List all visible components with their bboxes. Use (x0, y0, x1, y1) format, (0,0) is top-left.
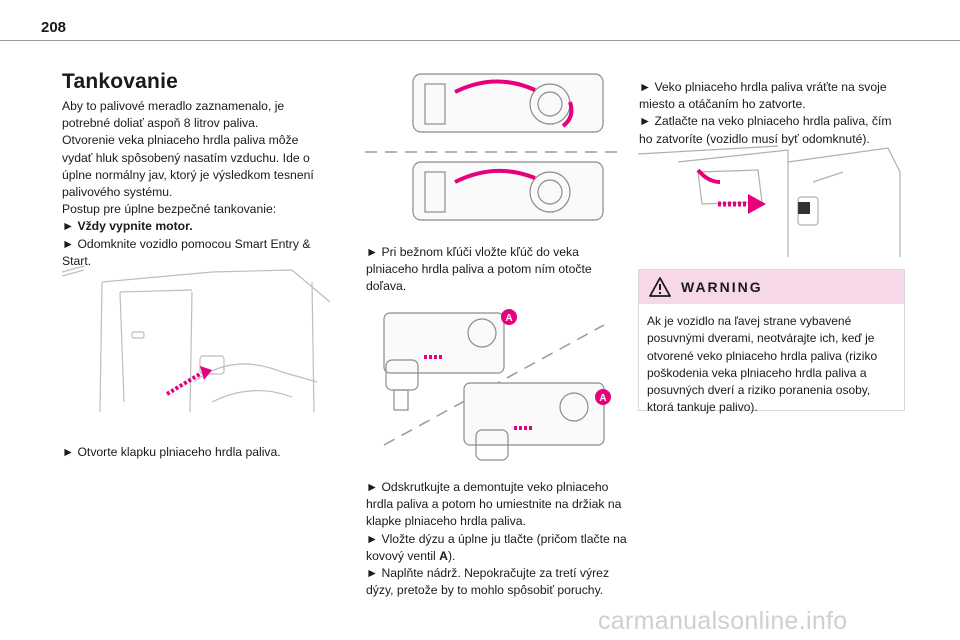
step-engine-off: ► Vždy vypnite motor. (62, 219, 193, 234)
procedure-intro: Postup pre úplne bezpečné tankovanie: (62, 202, 277, 217)
top-divider (0, 40, 960, 41)
page-number: 208 (41, 19, 67, 36)
step-unlock: ► Odomknite vozidlo pomocou Smart Entry … (62, 236, 311, 268)
warning-title: WARNING (681, 279, 763, 295)
fuel-cap-key-illustration (365, 73, 623, 221)
close-flap-illustration (638, 145, 901, 257)
noise-paragraph: Otvorenie veka plniaceho hrdla paliva mô… (62, 133, 314, 200)
watermark: carmanualsonline.info (598, 607, 848, 635)
valve-label: A (439, 548, 448, 563)
right-text-close-flap: ► Zatlačte na veko plniaceho hrdla paliv… (639, 114, 892, 146)
warning-text: Ak je vozidlo na ľavej strane vybavené p… (647, 314, 878, 415)
middle-text-key: ► Pri bežnom kľúči vložte kľúč do veka p… (366, 245, 592, 294)
middle-text-unscrew: ► Odskrutkujte a demontujte veko plniace… (366, 480, 622, 529)
middle-text-nozzle: ► Vložte dýzu a úplne ju tlačte (pričom … (366, 531, 627, 563)
right-text-return-cap: ► Veko plniaceho hrdla paliva vráťte na … (639, 80, 887, 112)
van-fuel-flap-illustration (62, 265, 331, 413)
middle-text-block: ► Odskrutkujte a demontujte veko plniace… (366, 479, 628, 599)
warning-header: WARNING (639, 270, 904, 304)
page-title: Tankovanie (62, 70, 178, 93)
intro-paragraph: Aby to palivové meradlo zaznamenalo, je … (62, 99, 285, 131)
right-text-block: ► Veko plniaceho hrdla paliva vráťte na … (639, 79, 905, 148)
label-a-bottom: A (599, 393, 606, 404)
label-a-top: A (505, 313, 512, 324)
warning-triangle-icon (649, 277, 671, 297)
middle-text-fill: ► Naplňte nádrž. Nepokračujte za tretí v… (366, 566, 610, 598)
nozzle-insert-illustration: A A (383, 309, 611, 461)
left-caption: ► Otvorte klapku plniaceho hrdla paliva. (62, 445, 281, 459)
warning-box: WARNING Ak je vozidlo na ľavej strane vy… (638, 269, 905, 414)
left-column-text: Aby to palivové meradlo zaznamenalo, je … (62, 98, 330, 270)
